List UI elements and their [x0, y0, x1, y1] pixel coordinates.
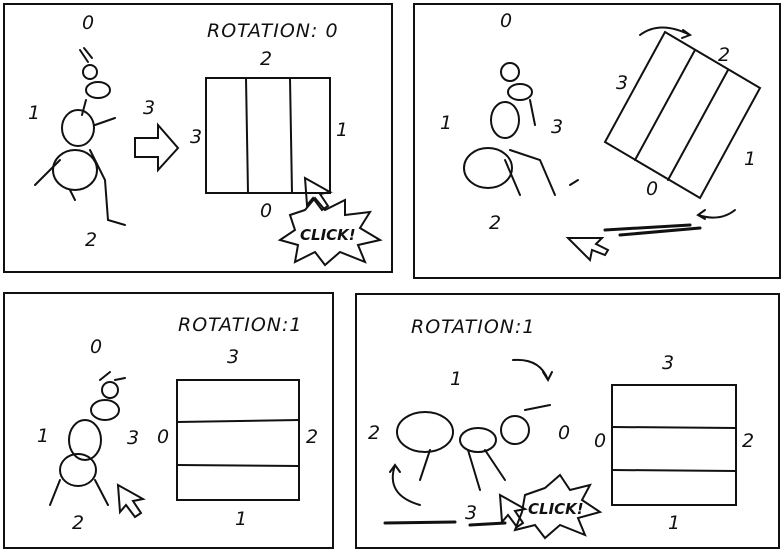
ant-label: 1	[37, 425, 50, 447]
ant-label: 1	[28, 102, 41, 124]
box-rotation-tilted	[603, 30, 762, 200]
ant-icon	[396, 404, 551, 491]
rotate-arrow-icon	[696, 209, 736, 220]
ant-label: 1	[440, 112, 453, 134]
ant-icon	[49, 371, 126, 506]
box-label: 3	[227, 346, 240, 368]
box-label: 1	[336, 119, 349, 141]
box-rotation-0	[205, 77, 331, 194]
ant-label: 3	[143, 97, 156, 119]
box-label: 0	[594, 430, 607, 452]
panel-2	[413, 3, 781, 279]
box-label: 0	[646, 178, 659, 200]
cursor-icon	[116, 483, 146, 519]
click-text: CLICK!	[300, 226, 356, 244]
box-label: 2	[306, 426, 319, 448]
ant-icon	[463, 62, 579, 196]
box-label: 3	[616, 72, 629, 94]
ant-label: 3	[127, 427, 140, 449]
box-label: 3	[662, 352, 675, 374]
ant-label: 1	[450, 368, 463, 390]
ant-label: 3	[551, 116, 564, 138]
box-rotation-1	[611, 384, 737, 506]
cursor-icon	[303, 176, 333, 212]
panel-1	[3, 3, 393, 273]
panel-4	[355, 293, 780, 549]
rotate-arrow-icon	[512, 358, 553, 383]
ant-label: 3	[465, 502, 478, 524]
ant-icon	[34, 47, 126, 226]
click-text: CLICK!	[528, 500, 584, 518]
rotation-title: ROTATION: 0	[207, 20, 339, 42]
ant-label: 0	[558, 422, 571, 444]
ant-label: 2	[489, 212, 502, 234]
box-label: 2	[742, 430, 755, 452]
box-label: 3	[190, 126, 203, 148]
rotation-title: ROTATION:1	[411, 316, 536, 338]
ant-label: 2	[72, 512, 85, 534]
ant-label: 0	[82, 12, 95, 34]
box-label: 1	[744, 148, 757, 170]
box-rotation-1	[176, 379, 300, 501]
box-label: 2	[260, 48, 273, 70]
ant-label: 2	[85, 229, 98, 251]
click-burst	[513, 473, 603, 540]
cursor-icon	[565, 237, 610, 263]
box-label: 1	[668, 512, 681, 534]
click-burst	[277, 196, 383, 267]
ant-label: 2	[368, 422, 381, 444]
ant-label: 0	[90, 336, 103, 358]
arrow-icon	[134, 122, 180, 173]
box-label: 0	[157, 426, 170, 448]
box-label: 2	[718, 44, 731, 66]
box-label: 1	[235, 508, 248, 530]
rotate-arrow-icon	[639, 26, 693, 39]
box-label: 0	[260, 200, 273, 222]
rotation-title: ROTATION:1	[178, 314, 303, 336]
rotate-arrow-icon	[389, 463, 421, 506]
ant-label: 0	[500, 10, 513, 32]
